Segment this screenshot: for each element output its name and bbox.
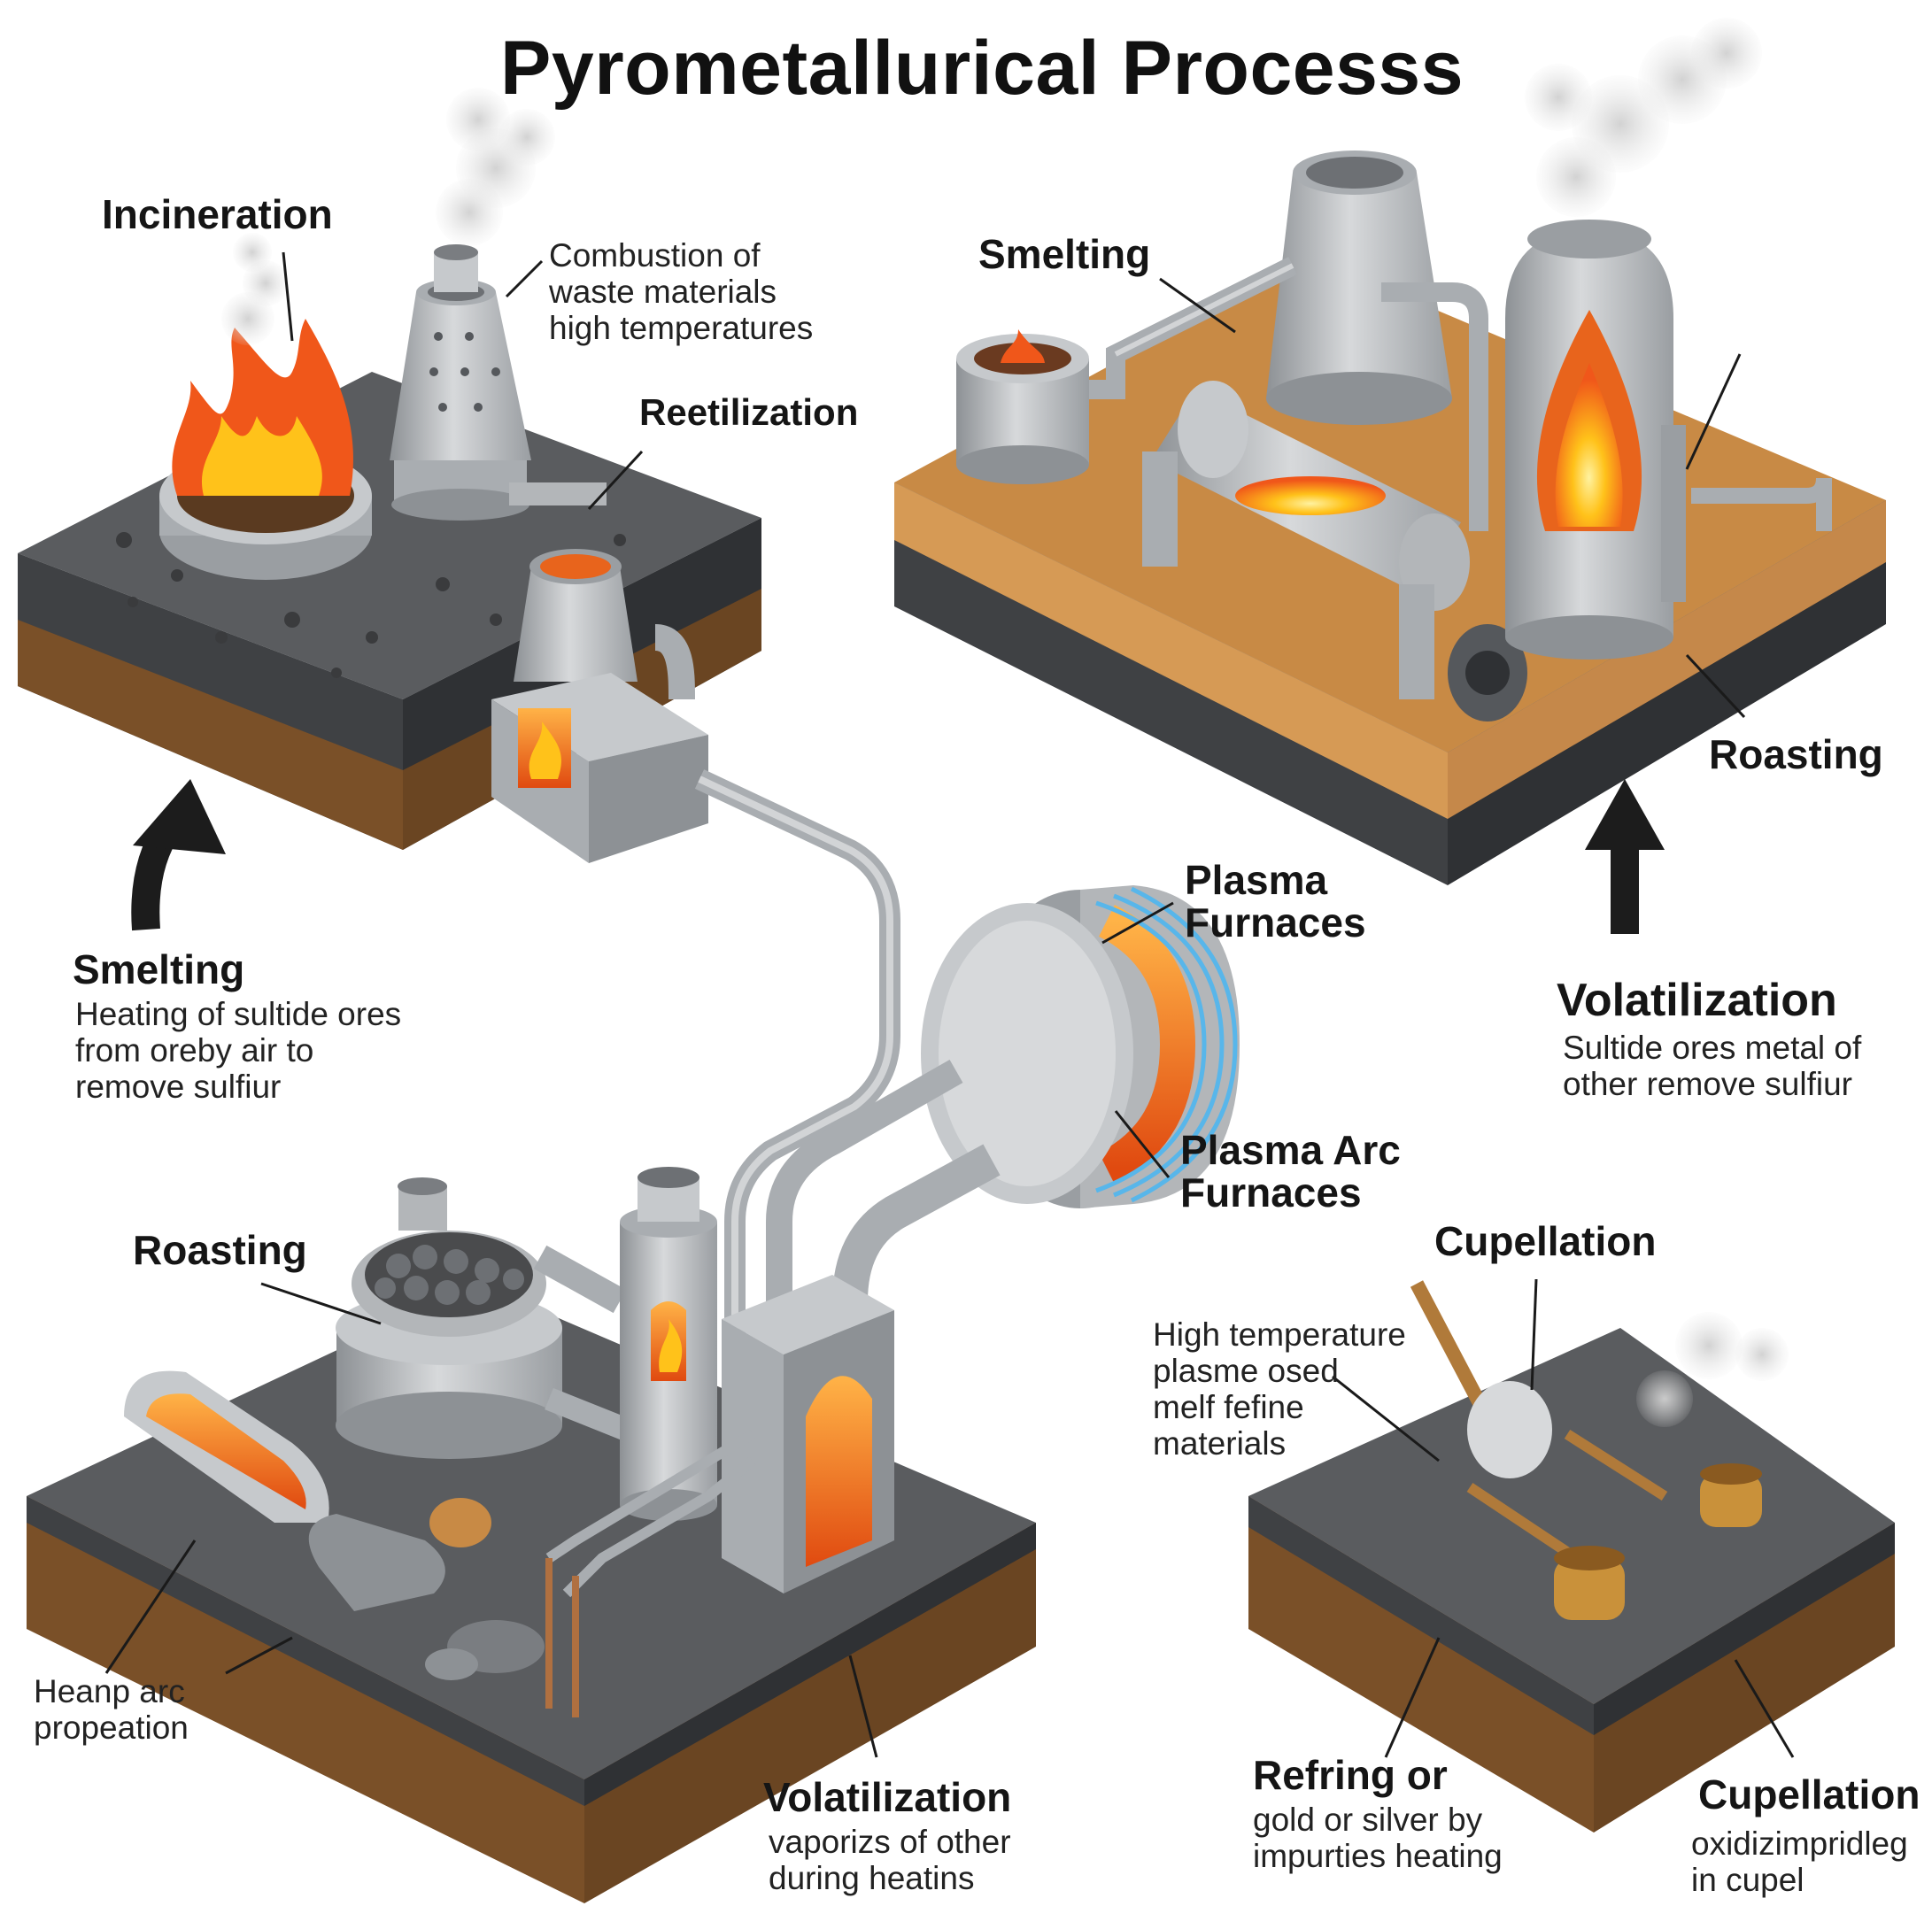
plasma-furnace xyxy=(921,885,1240,1208)
roaster xyxy=(336,1177,642,1459)
desc-refring: gold or silver by impurties heating xyxy=(1253,1802,1503,1874)
label-volatilization-bottom: Volatilization xyxy=(763,1774,1012,1820)
arrow-up-icon xyxy=(131,779,226,931)
cupellation-slab xyxy=(1248,1328,1895,1833)
label-reetilization: Reetilization xyxy=(639,391,859,433)
desc-heanp: Heanp arc propeation xyxy=(34,1673,189,1746)
roasting-slab xyxy=(27,1284,1036,1903)
arrow-up-icon xyxy=(1585,779,1665,934)
column-furnace xyxy=(620,1167,717,1521)
ore-chunks xyxy=(308,1498,545,1680)
label-cupellation-top: Cupellation xyxy=(1434,1218,1657,1264)
label-plasma-furnaces: Plasma Furnaces xyxy=(1185,857,1366,945)
ladle xyxy=(124,1370,329,1523)
label-cupellation-bottom: Cupellation xyxy=(1698,1771,1920,1817)
label-incineration: Incineration xyxy=(102,191,333,237)
cupellation-tools xyxy=(1410,1280,1762,1620)
smoke-icon xyxy=(221,233,289,345)
desc-volatilization-right: Sultide ores metal of other remove sulfi… xyxy=(1563,1030,1862,1102)
label-smelting-left: Smelting xyxy=(73,946,245,992)
label-smelting-top: Smelting xyxy=(978,231,1151,277)
piping xyxy=(545,1429,756,1717)
desc-incineration: Combustion of waste materials high tempe… xyxy=(549,237,814,346)
incinerator-stack xyxy=(390,244,607,521)
desc-cupellation-bottom: oxidizimpridleg in cupel xyxy=(1691,1825,1908,1898)
label-roasting-top: Roasting xyxy=(1709,731,1883,777)
label-volatilization-right: Volatilization xyxy=(1557,975,1837,1026)
smoke-icon xyxy=(436,88,555,246)
box-furnace xyxy=(722,1275,894,1593)
desc-smelting-left: Heating of sultide ores from oreby air t… xyxy=(75,996,402,1105)
pipe xyxy=(766,1059,963,1328)
desc-volatilization-bottom: vaporizs of other during heatins xyxy=(769,1824,1011,1896)
smoke-icon xyxy=(1525,18,1762,217)
page-title: Pyrometallurical Processs xyxy=(500,26,1464,111)
flame-icon xyxy=(172,319,353,496)
label-plasma-arc-furnaces: Plasma Arc Furnaces xyxy=(1180,1127,1401,1215)
furnace-unit xyxy=(491,549,708,863)
desc-high-temperature: High temperature plasme osed melf fefine… xyxy=(1153,1316,1406,1462)
smoke-icon xyxy=(1636,1312,1789,1427)
label-roasting-bottom: Roasting xyxy=(133,1227,307,1273)
smelting-equipment xyxy=(956,150,1832,722)
leader-lines xyxy=(104,251,1795,1758)
label-refring: Refring or xyxy=(1253,1752,1448,1798)
